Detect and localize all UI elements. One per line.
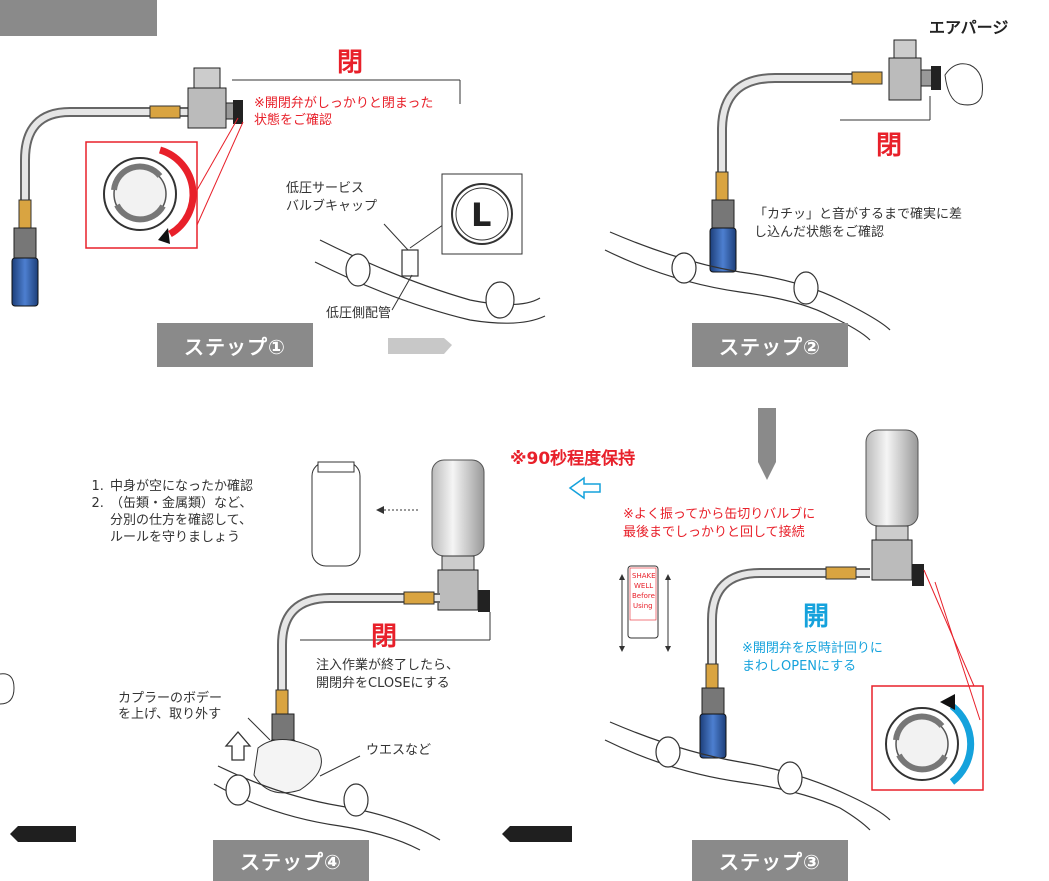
arrow-left-3 [502, 826, 572, 842]
can-text-3: Before [632, 592, 655, 600]
panel1-valve-body [187, 67, 243, 129]
panel4-close-label: 閉 [371, 622, 398, 652]
panel3-note-line1: ※よく振ってから缶切りバルブに [623, 507, 816, 522]
can-text-2: WELL [634, 582, 654, 590]
panel3-open-label: 開 [803, 602, 830, 632]
arrow-right-1 [388, 338, 452, 354]
rag-icon [253, 739, 322, 794]
panel4-rag-label: ウエスなど [366, 743, 432, 758]
panel3-pipe [604, 721, 891, 831]
panel3-open-note1: ※開閉弁を反時計回りに [742, 641, 883, 656]
panel3-dial-frame [871, 685, 984, 791]
arrow-left-2 [10, 826, 76, 842]
panel2-hose [717, 73, 860, 180]
step-3-label: ステップ③ [692, 840, 848, 881]
hold-label: ※90秒程度保持 [510, 449, 636, 469]
panel3-open-note2: まわしOPENにする [742, 659, 857, 674]
panel2-coupler [709, 227, 737, 273]
panel2-note-line2: し込んだ状態をご確認 [754, 225, 885, 240]
disposal-note-2-line3: ルールを守りましょう [110, 530, 241, 545]
panel1-note-line1: ※開閉弁がしっかりと閉まった [254, 96, 434, 111]
disposal-note-2-line2: 分別の仕方を確認して、 [110, 513, 252, 528]
panel2-pipe [604, 231, 891, 341]
panel1-dial [103, 146, 197, 244]
step-2-label: ステップ② [692, 323, 848, 367]
panel1-close-label: 閉 [337, 48, 364, 78]
panel4-pipe [213, 765, 441, 851]
panel3-hose [707, 568, 870, 680]
step-4-label: ステップ④ [213, 840, 369, 881]
panel1-pipe-label: 低圧側配管 [326, 306, 392, 321]
disposal-notes: 中身が空になったか確認 （缶類・金属類）など、分別の仕方を確認して、ルールを守り… [88, 478, 253, 546]
panel4-empty-can [311, 461, 361, 567]
panel4-can [431, 459, 490, 612]
panel3-note-line2: 最後までしっかりと回して接続 [623, 525, 805, 540]
panel1-pipe [314, 239, 546, 324]
panel2-note-line1: 「カチッ」と音がするまで確実に差 [754, 207, 963, 222]
panel1-cap-letter: L [471, 196, 492, 234]
panel4-hose [277, 593, 440, 700]
panel1-coupler [11, 257, 39, 307]
panel3-coupler [699, 713, 727, 759]
panel1-brass-lower [18, 199, 32, 229]
panel3-dial [885, 694, 975, 785]
up-arrow-outline [224, 731, 252, 761]
step-1-label: ステップ① [157, 323, 313, 367]
panel1-hose [20, 107, 190, 210]
panel4-finish-line1: 注入作業が終了したら、 [316, 658, 460, 673]
disposal-note-1: 中身が空になったか確認 [108, 478, 253, 495]
hand-icon [944, 63, 983, 106]
arrow-left-outline [568, 476, 601, 500]
panel2-air-purge: エアパージ [929, 18, 1009, 37]
panel4-coupler-line1: カプラーのボデー [118, 691, 223, 706]
panel2-valve-body [888, 39, 941, 101]
panel1-dial-frame [85, 141, 198, 249]
panel1-cap-line1: 低圧サービス [286, 181, 365, 196]
shake-can-icon [619, 565, 671, 652]
panel2-close-label: 閉 [876, 131, 903, 161]
arrow-down [758, 408, 776, 462]
can-text-4: Using [633, 602, 653, 610]
header-tab [0, 0, 157, 36]
disposal-note-2-line1: （缶類・金属類）など、 [110, 496, 253, 511]
panel3-can [865, 429, 924, 586]
can-text-1: SHAKE [632, 572, 656, 580]
panel4-coupler-line2: を上げ、取り外す [118, 707, 222, 722]
panel1-cap-line2: バルブキャップ [286, 199, 378, 214]
panel1-note-line2: 状態をご確認 [254, 113, 333, 128]
disposal-note-2: （缶類・金属類）など、分別の仕方を確認して、ルールを守りましょう [108, 495, 253, 546]
panel1-brass-fitting [149, 105, 181, 119]
panel4-finish-line2: 開閉弁をCLOSEにする [316, 676, 450, 691]
